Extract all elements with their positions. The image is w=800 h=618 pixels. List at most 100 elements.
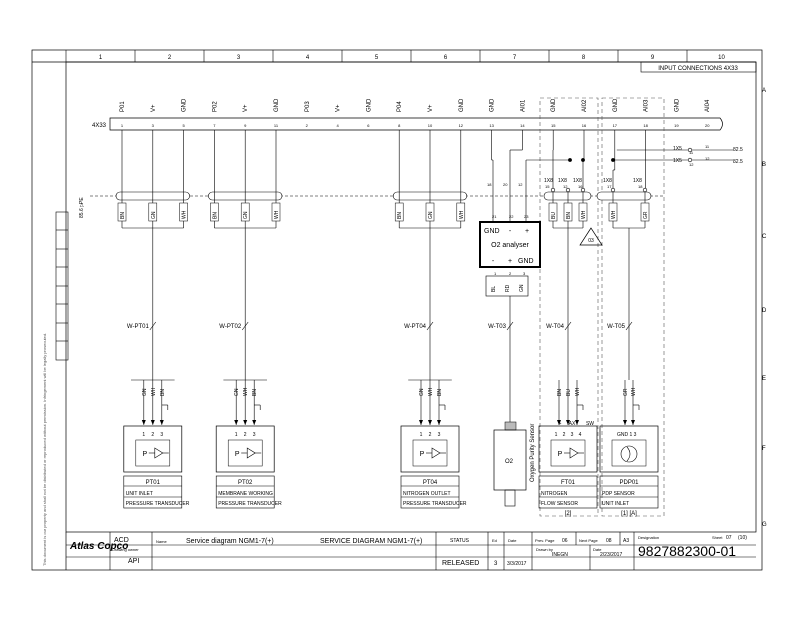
column-10: 10	[718, 55, 725, 61]
tb5-name: 1X8	[633, 178, 642, 184]
shield-oval	[543, 191, 592, 201]
o2-bottom-plus: +	[508, 258, 512, 265]
column-9: 9	[651, 55, 655, 61]
ground-tag: PE	[79, 197, 85, 204]
x1-wire: 11	[705, 144, 710, 149]
device-pin: 3	[160, 432, 163, 438]
pin-number: 20	[705, 123, 710, 128]
pin-signal: P02	[212, 101, 218, 112]
pin-signal: V+	[428, 104, 434, 112]
device-inner	[135, 439, 171, 467]
pin-signal: GND	[274, 98, 280, 112]
p-glyph: P	[558, 451, 563, 458]
tb-status: RELEASED	[442, 560, 479, 567]
wire-tag-box	[394, 202, 404, 222]
wire-color: BN	[120, 212, 126, 219]
x2-pin: 12	[689, 162, 694, 167]
device-tag: FT01	[561, 480, 576, 486]
arrow-head	[428, 420, 432, 425]
device-pin: 2	[244, 432, 247, 438]
wire-tag-box	[210, 202, 219, 222]
oxygen-tag: O2	[505, 459, 514, 465]
arrow-head	[575, 420, 579, 425]
o2-pin-1: 1	[494, 271, 497, 276]
cable-label: W-PT02	[219, 324, 242, 330]
column-7: 7	[513, 55, 517, 61]
arrow-head	[437, 420, 441, 425]
tb-date: 3/3/2017	[507, 561, 527, 567]
wire-tag-box	[117, 202, 127, 222]
tb5-pin: 18	[638, 184, 643, 189]
o2-pin-3: 3	[523, 271, 526, 276]
tb-next: 08	[606, 538, 612, 544]
arrow-head	[141, 420, 146, 425]
tb-date-label: Date	[508, 538, 517, 543]
x1-name: 1X5	[673, 146, 682, 152]
o2-wire-20: 20	[503, 182, 508, 187]
pin-number: 2	[306, 123, 309, 128]
tb4-name: 1X8	[603, 178, 612, 184]
arrow-head	[623, 420, 627, 425]
tb-sheet-label: Sheet	[712, 535, 723, 540]
device-tag: PDP01	[619, 480, 639, 486]
pin-signal: GND	[674, 98, 680, 112]
tb-date2-label: Date	[593, 547, 602, 552]
device-body	[215, 425, 275, 473]
device-label-box	[215, 475, 275, 509]
pin-number: 14	[520, 123, 525, 128]
wire-tag-box	[563, 202, 573, 222]
o2-top-gnd: GND	[484, 228, 500, 235]
pin-number: 7	[213, 123, 216, 128]
tb-status-label: STATUS	[450, 538, 470, 544]
tb-name: Service diagram NGM1-7(+)	[186, 538, 274, 545]
cable-label: W-PT01	[127, 324, 150, 330]
device-pin: 1	[142, 432, 145, 438]
device-wire-color: GN	[234, 388, 240, 396]
terminal	[687, 147, 693, 153]
device-wire-color: WH	[428, 387, 434, 396]
connector-title: INPUT CONNECTIONS 4X33	[658, 66, 738, 72]
pin-number: 11	[274, 123, 279, 128]
pin-number: 19	[674, 123, 679, 128]
input-connections-header: INPUT CONNECTIONS 4X33	[640, 61, 757, 73]
warning-triangle: 03	[579, 227, 603, 246]
wire-color: BL	[491, 286, 497, 292]
device-inner	[412, 439, 448, 467]
shield-oval	[596, 191, 652, 201]
tb-next-label: Next Page	[579, 538, 598, 543]
wire-tag-box	[148, 202, 158, 222]
ground-ref: 85.6 ▷	[79, 203, 85, 218]
ft-pin-ax: AX	[569, 421, 576, 427]
pin-signal: P04	[397, 101, 403, 112]
p-glyph: P	[142, 451, 147, 458]
device-pin: 3	[438, 432, 441, 438]
connector-label: 4X33	[92, 123, 107, 129]
tb-prev-label: Prev. Page	[535, 538, 555, 543]
pin-signal: AI01	[520, 99, 526, 112]
device-body	[538, 425, 598, 473]
pin-number: 12	[459, 123, 464, 128]
brand-logo: Atlas Copco	[69, 541, 128, 552]
device-body	[123, 425, 183, 473]
o2-wire-18: 18	[487, 182, 492, 187]
sensor-dashed-frames	[539, 97, 665, 517]
device-label-box	[400, 475, 460, 509]
ft-pin-sw: SW	[586, 421, 594, 427]
terminal	[687, 157, 693, 163]
wire-color: GN	[428, 211, 434, 219]
row-A: A	[762, 88, 766, 94]
x1-ref: 82.5	[733, 147, 743, 153]
device-desc-2: FLOW SENSOR	[541, 501, 578, 507]
left-side-grid	[55, 211, 69, 361]
oxygen-purity-sensor: O2 Oxygen Purity Sensor	[493, 421, 536, 507]
amplifier-symbol	[154, 447, 164, 459]
pin-number: 16	[582, 123, 587, 128]
cable-label: W-PT04	[404, 324, 427, 330]
row-D: D	[762, 308, 767, 314]
device-note: [2]	[565, 511, 572, 517]
wire-tag-box	[240, 202, 250, 222]
arrow-head	[150, 420, 155, 425]
device-pin: 2	[563, 432, 566, 438]
